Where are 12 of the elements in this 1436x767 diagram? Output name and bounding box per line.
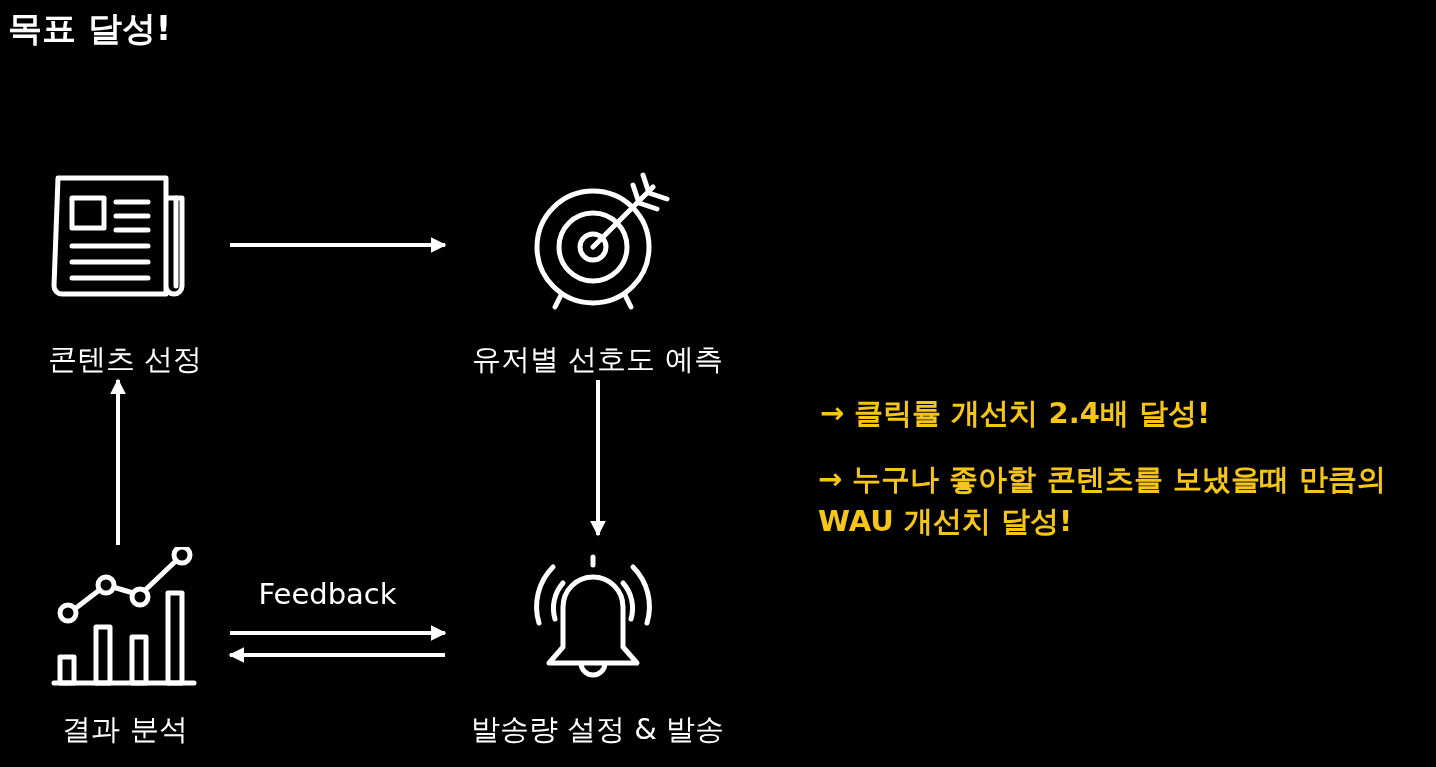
node-label: 발송량 설정 & 발송 (469, 711, 726, 748)
slide-title: 목표 달성! (8, 7, 172, 50)
node-label: 유저별 선호도 예측 (471, 341, 724, 378)
arrow (110, 378, 126, 545)
arrow (228, 647, 445, 663)
arrow (230, 237, 447, 253)
result-note: → 클릭률 개선치 2.4배 달성! (820, 395, 1212, 432)
arrow (590, 380, 606, 537)
result-note: → 누구나 좋아할 콘텐츠를 보냈을때 만큼의 WAU 개선치 달성! (818, 461, 1387, 541)
node-label: 결과 분석 (61, 711, 189, 748)
arrow (230, 625, 447, 641)
node-label: 콘텐츠 선정 (46, 341, 204, 378)
